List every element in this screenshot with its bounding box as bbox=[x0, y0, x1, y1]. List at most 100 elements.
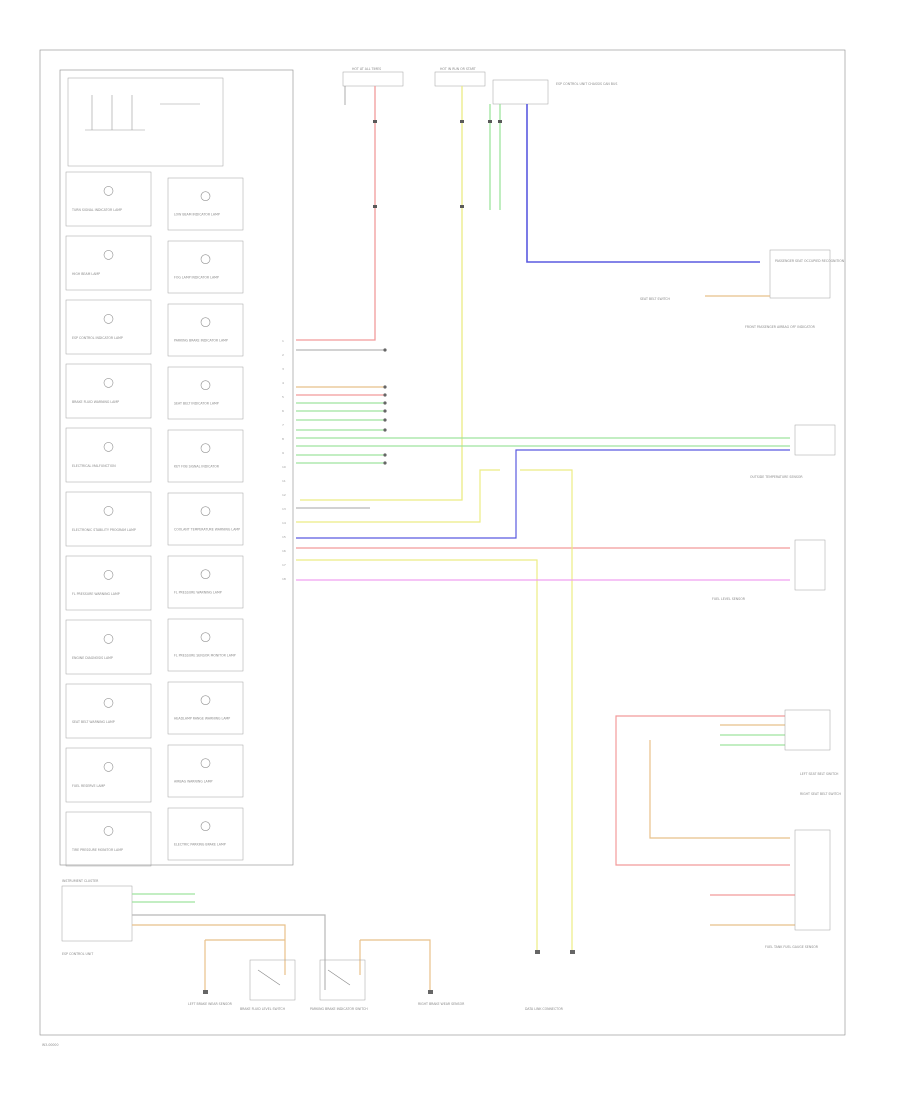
harness-wires bbox=[296, 349, 790, 950]
lamp-label: LOW BEAM INDICATOR LAMP bbox=[174, 212, 220, 216]
lamp-box bbox=[167, 429, 244, 483]
brake-fluid-switch-label: BRAKE FLUID LEVEL SWITCH bbox=[240, 1007, 286, 1011]
parking-brake-switch-box bbox=[319, 959, 366, 1001]
bulb-icon bbox=[200, 254, 211, 265]
parking-brake-switch-label: PARKING BRAKE INDICATOR SWITCH bbox=[310, 1007, 368, 1011]
right-brake-wear-label: RIGHT BRAKE WEAR SENSOR bbox=[418, 1002, 465, 1006]
footer-code: W3-00000 bbox=[42, 1043, 58, 1047]
connector-pin-label: 11 bbox=[282, 479, 286, 483]
passenger-seat-recognition-box bbox=[769, 249, 831, 299]
lamp-box bbox=[167, 366, 244, 420]
connector-pin-label: 14 bbox=[282, 521, 286, 525]
outside-temp-sensor-box bbox=[794, 424, 836, 456]
lower-cluster-box bbox=[61, 885, 133, 942]
lamp-box bbox=[65, 555, 152, 611]
source-hot-in-run: HOT IN RUN OR START bbox=[440, 67, 476, 71]
lamp-box bbox=[65, 171, 152, 227]
lamp-label: ELECTRONIC STABILITY PROGRAM LAMP bbox=[72, 528, 136, 532]
instrument-cluster-box bbox=[59, 69, 294, 866]
wire-blue-2 bbox=[296, 449, 790, 539]
bulb-icon bbox=[200, 632, 211, 643]
source-hot-at-all-times: HOT AT ALL TIMES bbox=[352, 67, 381, 71]
lamp-box bbox=[167, 681, 244, 735]
seat-belt-subdiagram bbox=[615, 715, 795, 926]
lamp-label: ESP CONTROL INDICATOR LAMP bbox=[72, 336, 123, 340]
bulb-icon bbox=[103, 314, 114, 324]
lamp-label: KEY FOB SIGNAL INDICATOR bbox=[174, 464, 220, 468]
bulb-icon bbox=[200, 569, 211, 580]
diagram-frame bbox=[39, 49, 846, 1036]
lamp-label: HEADLAMP RANGE WARNING LAMP bbox=[174, 716, 230, 720]
lamp-label: BRAKE FLUID WARNING LAMP bbox=[72, 400, 119, 404]
top-source-box-1 bbox=[342, 71, 404, 87]
lamp-label: FL PRESSURE SENSOR MONITOR LAMP bbox=[174, 653, 236, 657]
bulb-icon bbox=[103, 634, 114, 644]
lamp-box bbox=[167, 303, 244, 357]
lamp-label: COOLANT TEMPERATURE WARNING LAMP bbox=[174, 527, 240, 531]
bulb-icon bbox=[200, 695, 211, 706]
seat-belt-switch-label: SEAT BELT SWITCH bbox=[640, 297, 671, 301]
lamp-label: SEAT BELT INDICATOR LAMP bbox=[174, 401, 219, 405]
wire-red-feed bbox=[296, 86, 376, 341]
bulb-icon bbox=[200, 380, 211, 391]
lamp-label: TURN SIGNAL INDICATOR LAMP bbox=[71, 208, 122, 212]
brake-fluid-switch-box bbox=[249, 959, 296, 1001]
lamp-box bbox=[65, 619, 152, 675]
connector-pin-label: 1 bbox=[282, 339, 284, 343]
lamp-label: FL PRESSURE WARNING LAMP bbox=[174, 590, 222, 594]
bulb-icon bbox=[200, 821, 211, 832]
bulb-icon bbox=[200, 317, 211, 328]
connector-pin-label: 6 bbox=[282, 409, 284, 413]
lamp-box bbox=[167, 492, 244, 546]
lamp-box bbox=[167, 744, 244, 798]
connector-pin-label: 15 bbox=[282, 535, 286, 539]
wire-yellow-down bbox=[296, 559, 538, 950]
bulb-icon bbox=[200, 506, 211, 517]
inline-connectors bbox=[373, 120, 502, 208]
wire-yellow-feed bbox=[300, 86, 463, 501]
lamp-box bbox=[65, 491, 152, 547]
wire-yellow-down-2 bbox=[520, 469, 573, 950]
lamp-box bbox=[65, 747, 152, 803]
outside-temp-sensor-label: OUTSIDE TEMPERATURE SENSOR bbox=[750, 475, 803, 479]
bulb-icon bbox=[103, 378, 114, 388]
bulb-icon bbox=[200, 443, 211, 454]
esp-top-box bbox=[492, 79, 549, 105]
seat-belt-switch-box bbox=[784, 709, 831, 751]
source-esp-can: ESP CONTROL UNIT CHASSIS CAN BUS bbox=[556, 82, 617, 86]
left-seat-belt-label: LEFT SEAT BELT SWITCH bbox=[800, 772, 839, 776]
brake-fluid-switch-contact bbox=[257, 969, 281, 986]
lamp-label: FOG LAMP INDICATOR LAMP bbox=[174, 275, 219, 279]
connector-pin-label: 16 bbox=[282, 549, 286, 553]
lower-harness-wires bbox=[132, 893, 431, 990]
connector-pin-label: 10 bbox=[282, 465, 286, 469]
connector-pin-label: 4 bbox=[282, 381, 284, 385]
lamp-box bbox=[65, 363, 152, 419]
fuel-tank-sensor-box bbox=[794, 829, 831, 931]
lamp-label: TIRE PRESSURE MONITOR LAMP bbox=[71, 848, 123, 852]
connector-pin-label: 3 bbox=[282, 367, 284, 371]
lamp-box bbox=[65, 235, 152, 291]
bulb-icon bbox=[200, 758, 211, 769]
front-passenger-airbag-label: FRONT PASSENGER AIRBAG OFF INDICATOR bbox=[745, 325, 816, 329]
lamp-box bbox=[65, 427, 152, 483]
cluster-power-module-diodes bbox=[85, 95, 200, 131]
bulb-icon bbox=[103, 506, 114, 516]
connector-pin-label: 9 bbox=[282, 451, 284, 455]
bulb-icon bbox=[103, 250, 114, 260]
connector-pin-label: 18 bbox=[282, 577, 286, 581]
lamp-box bbox=[167, 618, 244, 672]
lamp-label: FUEL RESERVE LAMP bbox=[72, 784, 105, 788]
connector-pin-label: 17 bbox=[282, 563, 286, 567]
bulb-icon bbox=[103, 570, 114, 580]
left-brake-wear-label: LEFT BRAKE WEAR SENSOR bbox=[188, 1002, 233, 1006]
lamp-label: ELECTRICAL MALFUNCTION bbox=[72, 464, 116, 468]
cluster-lamps-right: LOW BEAM INDICATOR LAMP FOG LAMP INDICATO… bbox=[167, 177, 244, 861]
wire-blue-can bbox=[526, 104, 760, 263]
connector-pin-label: 12 bbox=[282, 493, 286, 497]
lamp-box bbox=[167, 807, 244, 861]
lamp-label: FL PRESSURE WARNING LAMP bbox=[72, 592, 120, 596]
bulb-icon bbox=[103, 442, 114, 452]
